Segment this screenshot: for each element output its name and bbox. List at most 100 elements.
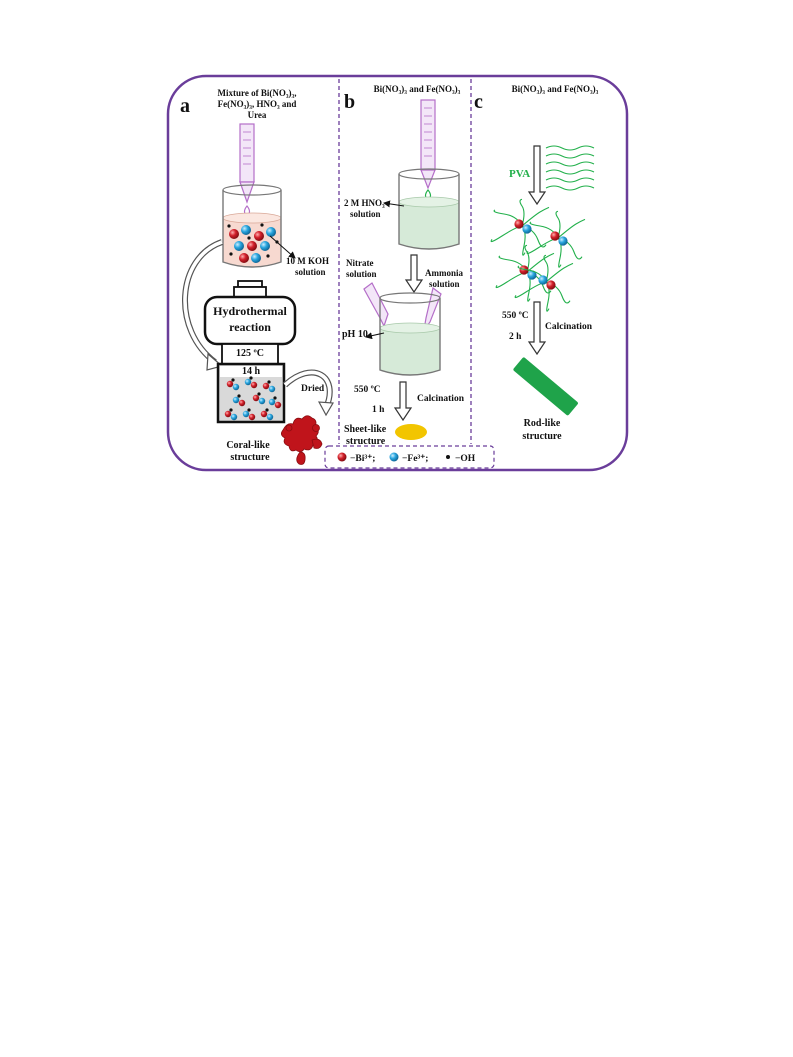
panel-a: a Mixture of Bi(NO₃)₃, Fe(NO₃)₃, HNO₃ an… [180, 88, 335, 465]
bi-ion-icon [248, 413, 256, 421]
ph-label: pH 10 [342, 329, 368, 340]
panel-b-temperature: 550 ºC [354, 385, 381, 395]
panel-b-calcination: Calcination [417, 394, 465, 404]
reactor-label-line1: Hydrothermal [213, 304, 287, 318]
koh-label-line1: 10 M KOH [286, 256, 329, 266]
beaker-icon [398, 168, 460, 250]
panel-b: b Bi(NO₃)₃ and Fe(NO₃)₃ 2 M HNO₃ solutio… [342, 84, 465, 447]
bi-ion-icon [550, 231, 560, 241]
bi-ion-icon [262, 382, 270, 390]
hydroxide-icon [249, 376, 253, 380]
fe-ion-icon [258, 397, 266, 405]
legend: −Bi³⁺; −Fe³⁺; −OH [324, 445, 495, 469]
hydroxide-icon [227, 224, 231, 228]
rod-label-line2: structure [522, 431, 562, 442]
hydroxide-icon [247, 236, 251, 240]
rod-label-line1: Rod-like [524, 418, 561, 429]
legend-fe: −Fe³⁺; [402, 454, 428, 464]
fe-ion-icon [232, 383, 240, 391]
fe-ion-icon [268, 385, 276, 393]
hno3-label-line2: solution [350, 209, 381, 219]
bi-ion-icon [224, 410, 232, 418]
reactor-particles [224, 376, 282, 421]
ammonia-label-line2: solution [429, 279, 460, 289]
panel-b-time: 1 h [372, 405, 385, 415]
bi-ion-icon [226, 380, 234, 388]
panel-c-time: 2 h [509, 332, 522, 342]
fe-ion-icon [266, 413, 274, 421]
coral-structure-icon [281, 415, 323, 465]
hydroxide-icon [446, 455, 450, 459]
beaker-a-particles [227, 223, 279, 263]
bi-ion-icon [250, 381, 258, 389]
pva-chain [490, 225, 523, 243]
nitrate-label-line2: solution [346, 269, 377, 279]
pva-label: PVA [509, 168, 530, 180]
pva-chain [521, 206, 550, 227]
beaker-icon [379, 292, 441, 376]
fe-ion-icon [241, 225, 251, 235]
pipette-icon [363, 282, 389, 328]
bi-ion-icon [546, 280, 556, 290]
bi-ion-icon [229, 229, 239, 239]
pva-chain [519, 198, 525, 227]
fe-ion-icon [266, 227, 276, 237]
bi-ion-icon [514, 219, 524, 229]
hydroxide-icon [266, 254, 270, 258]
pva-chain [526, 237, 559, 255]
hydroxide-icon [231, 378, 235, 382]
pipette-icon [420, 99, 436, 201]
arrow-down-icon [404, 254, 424, 294]
reactor-label-line2: reaction [229, 320, 271, 334]
pva-ion-clusters [490, 198, 586, 312]
fe-ion-icon [232, 396, 240, 404]
hydroxide-icon [247, 408, 251, 412]
legend-bi: −Bi³⁺; [350, 454, 375, 464]
bi-ion-icon [238, 399, 246, 407]
bi-ion-icon [252, 394, 260, 402]
arrow-down-icon [393, 381, 413, 422]
hydroxide-icon [229, 408, 233, 412]
coral-label-line1: Coral-like [226, 440, 270, 451]
pva-chain [495, 271, 528, 289]
fe-ion-icon [389, 452, 399, 462]
bi-ion-icon [254, 231, 264, 241]
hydroxide-icon [229, 252, 233, 256]
rod-structure-icon [513, 357, 578, 416]
pva-chain [545, 262, 574, 283]
hydroxide-icon [257, 392, 261, 396]
fe-ion-icon [527, 270, 537, 280]
panel-a-reagent-line3: Urea [248, 110, 267, 120]
pva-chain [526, 252, 555, 273]
fe-ion-icon [244, 378, 252, 386]
fe-ion-icon [260, 241, 270, 251]
sheet-label-line1: Sheet-like [344, 424, 387, 435]
panel-a-letter: a [180, 95, 190, 117]
pva-chain [557, 218, 586, 239]
arrow-down-icon [527, 145, 547, 206]
sheet-structure-icon [395, 424, 427, 440]
fe-ion-icon [234, 241, 244, 251]
pva-chain [555, 210, 561, 239]
fe-ion-icon [522, 224, 532, 234]
reactor-temperature: 125 ºC [236, 348, 264, 359]
bi-ion-icon [274, 401, 282, 409]
panel-b-letter: b [344, 91, 355, 113]
panel-c-calcination: Calcination [545, 322, 593, 332]
pva-chains-icon [545, 145, 595, 191]
hno3-label-line1: 2 M HNO₃ [344, 198, 385, 208]
hydroxide-icon [260, 223, 264, 227]
fe-ion-icon [251, 253, 261, 263]
pva-chain [524, 244, 530, 273]
fe-ion-icon [558, 236, 568, 246]
reactor-time: 14 h [242, 366, 261, 377]
pipette-icon [239, 123, 255, 217]
panel-c: c Bi(NO₃)₃ and Fe(NO₃)₃ PVA 550 ºC 2 h C… [474, 84, 599, 442]
coral-label-line2: structure [230, 452, 270, 463]
bi-ion-icon [519, 265, 529, 275]
fe-ion-icon [268, 398, 276, 406]
sheet-label-line2: structure [346, 436, 386, 447]
panel-c-temperature: 550 ºC [502, 311, 529, 321]
bi-ion-icon [337, 452, 347, 462]
